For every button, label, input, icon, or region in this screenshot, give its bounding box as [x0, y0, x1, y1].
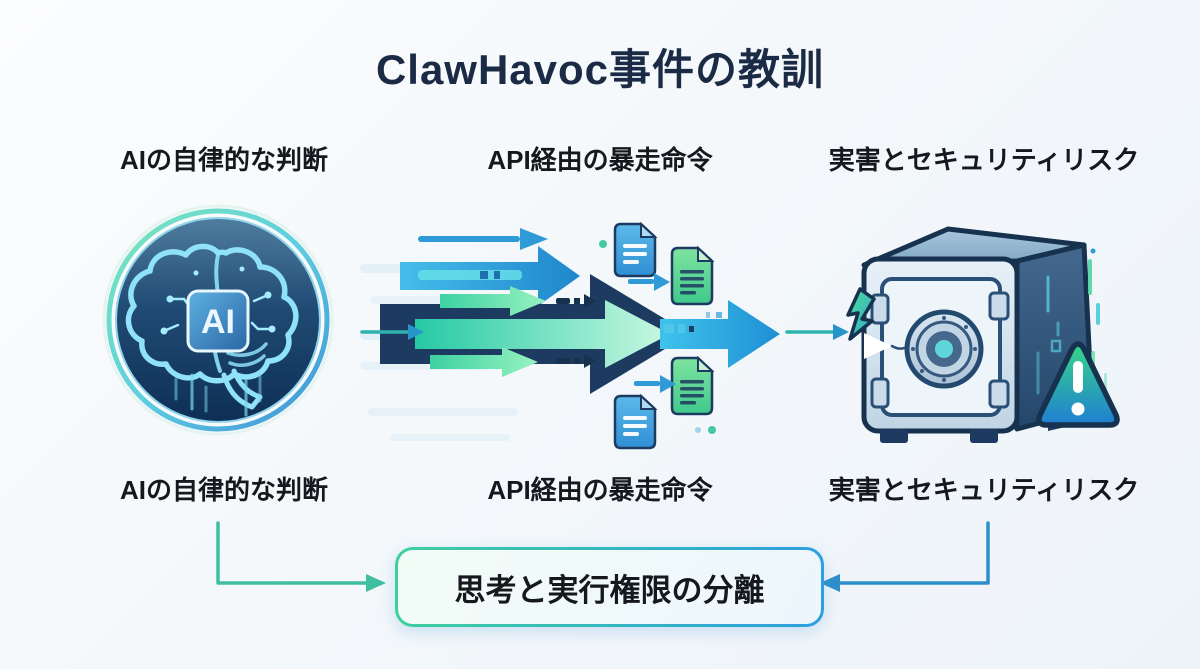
accent-dots: [599, 240, 722, 434]
document-icon-blue-top: [613, 221, 658, 278]
right-arrow-icon: [785, 324, 849, 340]
safe-hinges: [870, 291, 1010, 409]
circuit-nodes: [160, 266, 276, 335]
exclamation-dot: [1071, 402, 1085, 416]
ai-chip: AI: [186, 289, 250, 353]
conclusion-box: 思考と実行権限の分離: [395, 547, 824, 627]
label-bottom-ai-judgment: AIの自律的な判断: [119, 475, 328, 505]
light-streaks: [174, 373, 262, 417]
elbow-arrow-down-left-icon: [820, 521, 990, 592]
label-bottom-api-commands: API経由の暴走命令: [487, 475, 713, 505]
elbow-arrow-down-right-icon: [216, 521, 386, 592]
thin-arrow-top: [418, 228, 548, 250]
conclusion-label: 思考と実行権限の分離: [454, 572, 765, 608]
warning-triangle-icon: [1036, 341, 1120, 428]
side-glow-lines: [1036, 275, 1062, 395]
blue-arrow-right: [660, 300, 780, 368]
document-icon-green-top: [670, 245, 715, 306]
page-title: ClawHavoc事件の教訓: [375, 46, 825, 93]
doc-arrow-upper: [628, 273, 670, 291]
green-arrow-upper: [440, 286, 546, 316]
green-arrow-main: [415, 300, 670, 368]
label-bottom-security-risk: 実害とセキュリティリスク: [828, 475, 1140, 505]
crack-hook: [890, 344, 906, 350]
dash-arrow-lower: [556, 354, 596, 368]
green-arrow-lower: [430, 347, 538, 377]
speeding-arrows-documents-icon: [360, 221, 780, 450]
right-arrow-icon: [360, 324, 424, 340]
label-top-ai-judgment: AIの自律的な判断: [119, 145, 328, 175]
dash-arrow-upper: [556, 294, 596, 308]
safe-dial: [904, 309, 984, 389]
blue-arrow-top: [400, 246, 580, 306]
outer-glow-ring: [102, 204, 334, 436]
ai-chip-label: AI: [201, 303, 235, 341]
cracked-safe-warning-icon: [846, 226, 1120, 443]
label-top-api-commands: API経由の暴走命令: [487, 145, 713, 175]
ai-brain-chip-icon: AI: [102, 204, 334, 436]
circuit-brain-outline: [125, 243, 299, 410]
document-icon-blue-bottom: [613, 393, 658, 450]
crack-wedge: [864, 333, 892, 359]
doc-arrow-lower: [634, 375, 676, 393]
crack-bolt: [846, 287, 876, 341]
label-top-security-risk: 実害とセキュリティリスク: [828, 145, 1140, 175]
document-icon-green-bottom: [670, 355, 715, 416]
exclamation-bar: [1073, 361, 1083, 393]
gradient-ring: [106, 208, 330, 432]
